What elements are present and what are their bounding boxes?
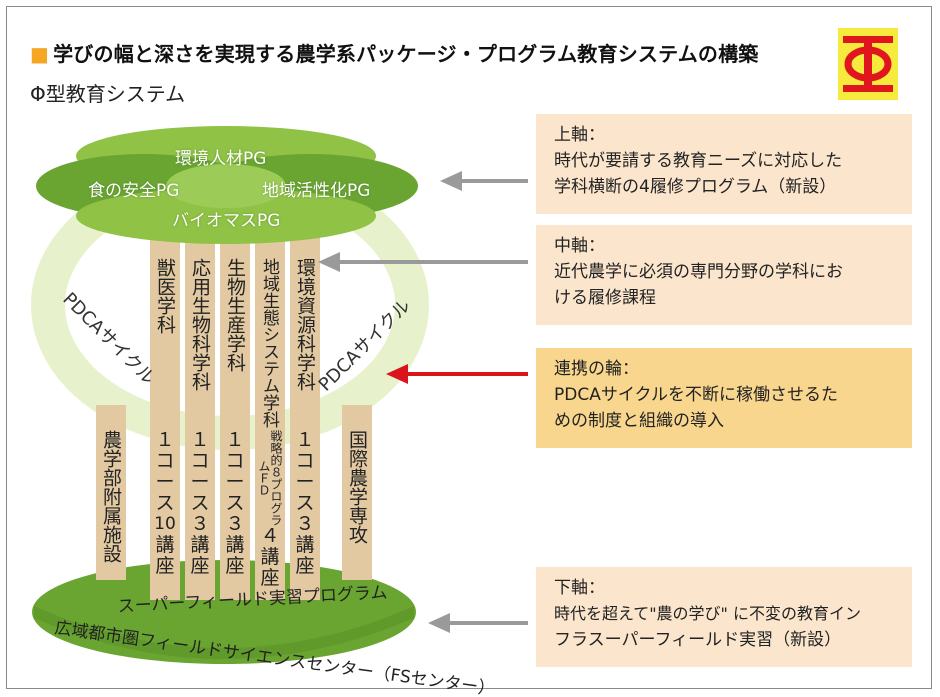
column-3-lower-3: ス <box>225 492 245 514</box>
column-4-lower: 戦略的８プログラムＦＤ ４ 講 座 <box>255 430 285 589</box>
column-3-lower-2: ー <box>225 471 245 493</box>
pg-label-food-safety: 食の安全PG <box>88 181 180 201</box>
box-lower-axis-line1: 時代を超えて"農の学び" に不変の教育イン <box>554 604 862 623</box>
column-5-lower-2: ー <box>295 471 315 493</box>
box-ring-head: 連携の輪： <box>554 359 639 379</box>
side-column-left-label: 農学部附属施設 <box>100 430 122 563</box>
box-upper-axis: 上軸： 時代が要請する教育ニーズに対応した 学科横断の4履修プログラム（新設） <box>536 114 912 214</box>
pg-label-regional: 地域活性化PG <box>262 181 371 201</box>
column-2-lower-6: 座 <box>190 555 210 577</box>
column-5-lower-3: ス <box>295 492 315 514</box>
pg-label-biomass: バイオマスPG <box>172 211 281 231</box>
column-2-lower-1: コ <box>190 450 210 472</box>
title-marker: ■ <box>30 42 50 66</box>
column-4-lower-1: ４ <box>260 525 280 547</box>
column-1-lower-2: ー <box>155 471 175 493</box>
column-5-lower-0: １ <box>295 429 315 451</box>
box-middle-axis: 中軸： 近代農学に必須の専門分野の学科にお ける履修課程 <box>536 225 912 325</box>
box-lower-axis-head: 下軸： <box>554 578 605 598</box>
column-2 <box>185 230 215 600</box>
column-3-lower-4: ３ <box>225 513 245 535</box>
column-3-lower-6: 座 <box>225 555 245 577</box>
column-3-upper: 生物生産学科 <box>224 258 246 372</box>
box-lower-axis-line2: フラスーパーフィールド実習（新設） <box>554 630 842 650</box>
column-2-lower-0: １ <box>190 429 210 451</box>
box-lower-axis: 下軸： 時代を超えて"農の学び" に不変の教育イン フラスーパーフィールド実習（… <box>536 567 912 667</box>
bottom-disc-front <box>34 606 414 659</box>
column-3-lower-5: 講 <box>225 534 245 556</box>
column-1-lower-6: 座 <box>155 555 175 577</box>
column-5 <box>290 230 320 600</box>
column-5-lower-6: 座 <box>295 555 315 577</box>
box-ring: 連携の輪： PDCAサイクルを不断に稼働させるた めの制度と組織の導入 <box>536 348 912 448</box>
column-5-lower-5: 講 <box>295 534 315 556</box>
column-5-upper: 環境資源科学科 <box>294 258 316 391</box>
page-title: ■学びの幅と深さを実現する農学系パッケージ・プログラム教育システムの構築 <box>30 38 759 67</box>
box-ring-line1: PDCAサイクルを不断に稼働させるた <box>554 385 838 405</box>
column-3 <box>220 230 250 600</box>
column-2-lower: １ コ ー ス ３ 講 座 <box>185 430 215 577</box>
column-4 <box>255 230 285 600</box>
top-disc-center <box>166 164 286 208</box>
page-subtitle: Φ型教育システム <box>30 82 186 106</box>
side-column-right-label: 国際農学専攻 <box>346 430 368 544</box>
top-disc-front <box>76 188 376 244</box>
column-4-upper: 地域生態システム学科 <box>259 258 279 428</box>
column-3-lower-1: コ <box>225 450 245 472</box>
phi-logo-icon <box>838 28 898 100</box>
column-2-lower-3: ス <box>190 492 210 514</box>
arrow-middle <box>318 252 528 272</box>
column-1-lower-5: 講 <box>155 534 175 556</box>
box-middle-axis-line1: 近代農学に必須の専門分野の学科にお <box>554 262 843 282</box>
column-1-upper: 獣医学科 <box>154 258 176 334</box>
arrow-top <box>440 171 528 191</box>
column-1-lower-4: 10 <box>154 514 176 534</box>
arrow-ring <box>386 364 528 384</box>
box-ring-line2: めの制度と組織の導入 <box>554 411 724 431</box>
column-4-lower-3: 座 <box>260 567 280 589</box>
box-upper-axis-line2: 学科横断の4履修プログラム（新設） <box>554 177 837 197</box>
column-1 <box>150 230 180 600</box>
column-1-lower: １ コ ー ス 10 講 座 <box>150 430 180 577</box>
column-4-lower-2: 講 <box>260 546 280 568</box>
column-2-lower-4: ３ <box>190 513 210 535</box>
column-2-lower-2: ー <box>190 471 210 493</box>
column-5-lower-4: ３ <box>295 513 315 535</box>
column-5-lower-1: コ <box>295 450 315 472</box>
box-upper-axis-head: 上軸： <box>554 125 605 145</box>
column-3-lower-0: １ <box>225 429 245 451</box>
title-text: 学びの幅と深さを実現する農学系パッケージ・プログラム教育システムの構築 <box>53 42 759 66</box>
box-upper-axis-line1: 時代が要請する教育ニーズに対応した <box>554 151 843 171</box>
box-middle-axis-head: 中軸： <box>554 236 605 256</box>
column-4-lower-0: 戦略的８プログラムＦＤ <box>257 430 283 526</box>
side-column-left <box>96 405 126 580</box>
column-2-upper: 応用生物科学科 <box>189 258 211 391</box>
arrow-bottom <box>428 613 528 633</box>
column-2-lower-5: 講 <box>190 534 210 556</box>
column-1-lower-1: コ <box>155 450 175 472</box>
column-5-lower: １ コ ー ス ３ 講 座 <box>290 430 320 577</box>
column-1-lower-0: １ <box>155 429 175 451</box>
box-middle-axis-line2: ける履修課程 <box>554 288 656 308</box>
pg-label-environment: 環境人材PG <box>175 149 267 169</box>
column-3-lower: １ コ ー ス ３ 講 座 <box>220 430 250 577</box>
column-1-lower-3: ス <box>155 492 175 514</box>
side-column-right <box>342 405 372 580</box>
